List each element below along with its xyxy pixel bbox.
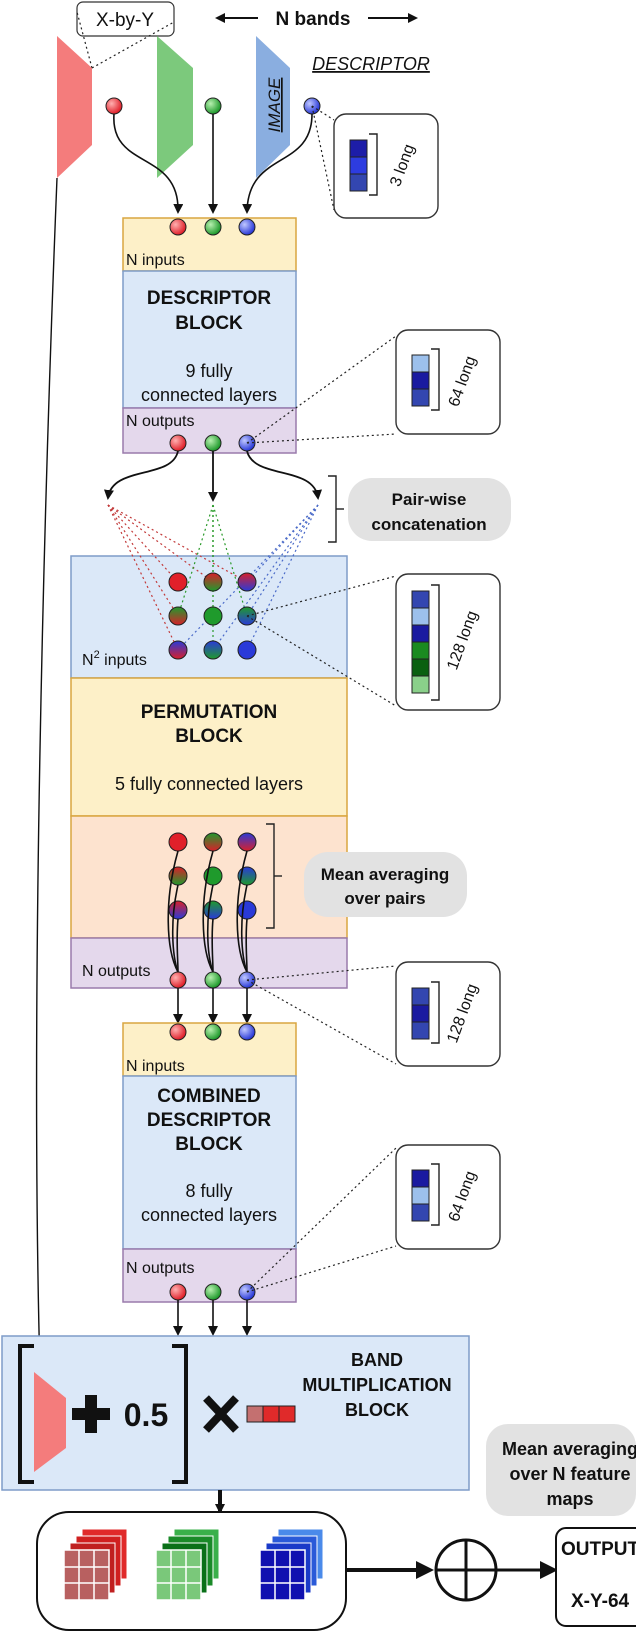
band-multiplication-block: 0.5 BAND MULTIPLICATION BLOCK	[1, 1335, 470, 1491]
combined-sub-line1: 8 fully	[185, 1181, 232, 1201]
permutation-outputs-label: N outputs	[82, 963, 150, 980]
combined-descriptor-block: N inputs COMBINED DESCRIPTOR BLOCK 8 ful…	[122, 1022, 297, 1303]
mean-pairs-label-bubble	[304, 852, 467, 917]
permutation-output-node	[169, 971, 187, 989]
descriptor-input-node	[238, 218, 256, 236]
pair-grid	[168, 572, 257, 660]
pairwise-label-line1: Pair-wise	[392, 490, 467, 509]
descriptor-sub-line1: 9 fully	[185, 361, 232, 381]
descriptor-output-node	[204, 434, 222, 452]
permutation-sub: 5 fully connected layers	[115, 774, 303, 794]
mean-feature-label-bubble	[486, 1424, 636, 1516]
combined-title-line2: DESCRIPTOR	[147, 1110, 272, 1131]
mean-pairs-label-line2: over pairs	[344, 889, 425, 908]
permutation-title-line2: BLOCK	[175, 726, 243, 747]
combined-title-line3: BLOCK	[175, 1134, 243, 1155]
permutation-output-node	[204, 971, 222, 989]
red-descriptor-node	[105, 97, 123, 115]
descriptor-block: N inputs DESCRIPTOR BLOCK 9 fully connec…	[122, 217, 297, 454]
mean-feature-label-line1: Mean averaging	[502, 1439, 636, 1459]
combined-title-line1: COMBINED	[157, 1086, 260, 1107]
mean-feature-label-line3: maps	[546, 1489, 593, 1509]
descriptor-input-node	[169, 218, 187, 236]
descriptor-sub-line2: connected layers	[141, 385, 277, 405]
band-title-line3: BLOCK	[345, 1400, 409, 1420]
red-band-icon	[57, 36, 92, 178]
title-n-bands: N bands	[276, 9, 351, 30]
label-image: IMAGE	[265, 77, 284, 132]
blue-feature-map-icon	[259, 1528, 324, 1601]
descriptor-outputs-label: N outputs	[126, 413, 194, 430]
title-x-by-y-box: X-by-Y	[76, 1, 175, 37]
combined-output-node	[204, 1283, 222, 1301]
label-descriptor: DESCRIPTOR	[312, 54, 430, 74]
blue-band-icon	[256, 36, 290, 178]
combined-output-node	[169, 1283, 187, 1301]
band-title-line1: BAND	[351, 1350, 403, 1370]
permutation-title-line1: PERMUTATION	[141, 702, 278, 723]
combined-inputs-label: N inputs	[126, 1058, 185, 1075]
pairwise-label-line2: concatenation	[371, 515, 486, 534]
permutation-inputs-label: N2 inputs	[82, 649, 147, 669]
plus-value: 0.5	[124, 1397, 168, 1433]
sum-icon	[434, 1538, 498, 1602]
descriptor-title-line2: BLOCK	[175, 313, 243, 334]
mean-pairs-label-line1: Mean averaging	[321, 865, 450, 884]
descriptor-output-node	[169, 434, 187, 452]
descriptor-title-line1: DESCRIPTOR	[147, 288, 272, 309]
descriptor-inputs-label: N inputs	[126, 252, 185, 269]
mean-curves	[167, 850, 248, 973]
multiply-icon	[203, 1395, 239, 1433]
combined-input-node	[169, 1023, 187, 1041]
red-feature-map-icon	[63, 1528, 128, 1601]
title-x-by-y: X-by-Y	[96, 10, 154, 31]
output-title: OUTPUT	[561, 1539, 636, 1560]
combined-input-node	[238, 1023, 256, 1041]
pairwise-label-bubble	[348, 478, 511, 541]
band-title-line2: MULTIPLICATION	[302, 1375, 451, 1395]
output-box	[555, 1527, 636, 1627]
plus-icon	[72, 1395, 110, 1433]
combined-sub-line2: connected layers	[141, 1205, 277, 1225]
red-band-small-icon	[34, 1372, 66, 1472]
mean-feature-label-line2: over N feature	[509, 1464, 630, 1484]
green-feature-map-icon	[155, 1528, 220, 1601]
combined-outputs-label: N outputs	[126, 1260, 194, 1277]
output-sub: X-Y-64	[571, 1591, 630, 1612]
descriptor-input-node	[204, 218, 222, 236]
green-descriptor-node	[204, 97, 222, 115]
green-band-icon	[157, 36, 193, 178]
combined-input-node	[204, 1023, 222, 1041]
n-bands-arrow: N bands	[215, 9, 418, 30]
